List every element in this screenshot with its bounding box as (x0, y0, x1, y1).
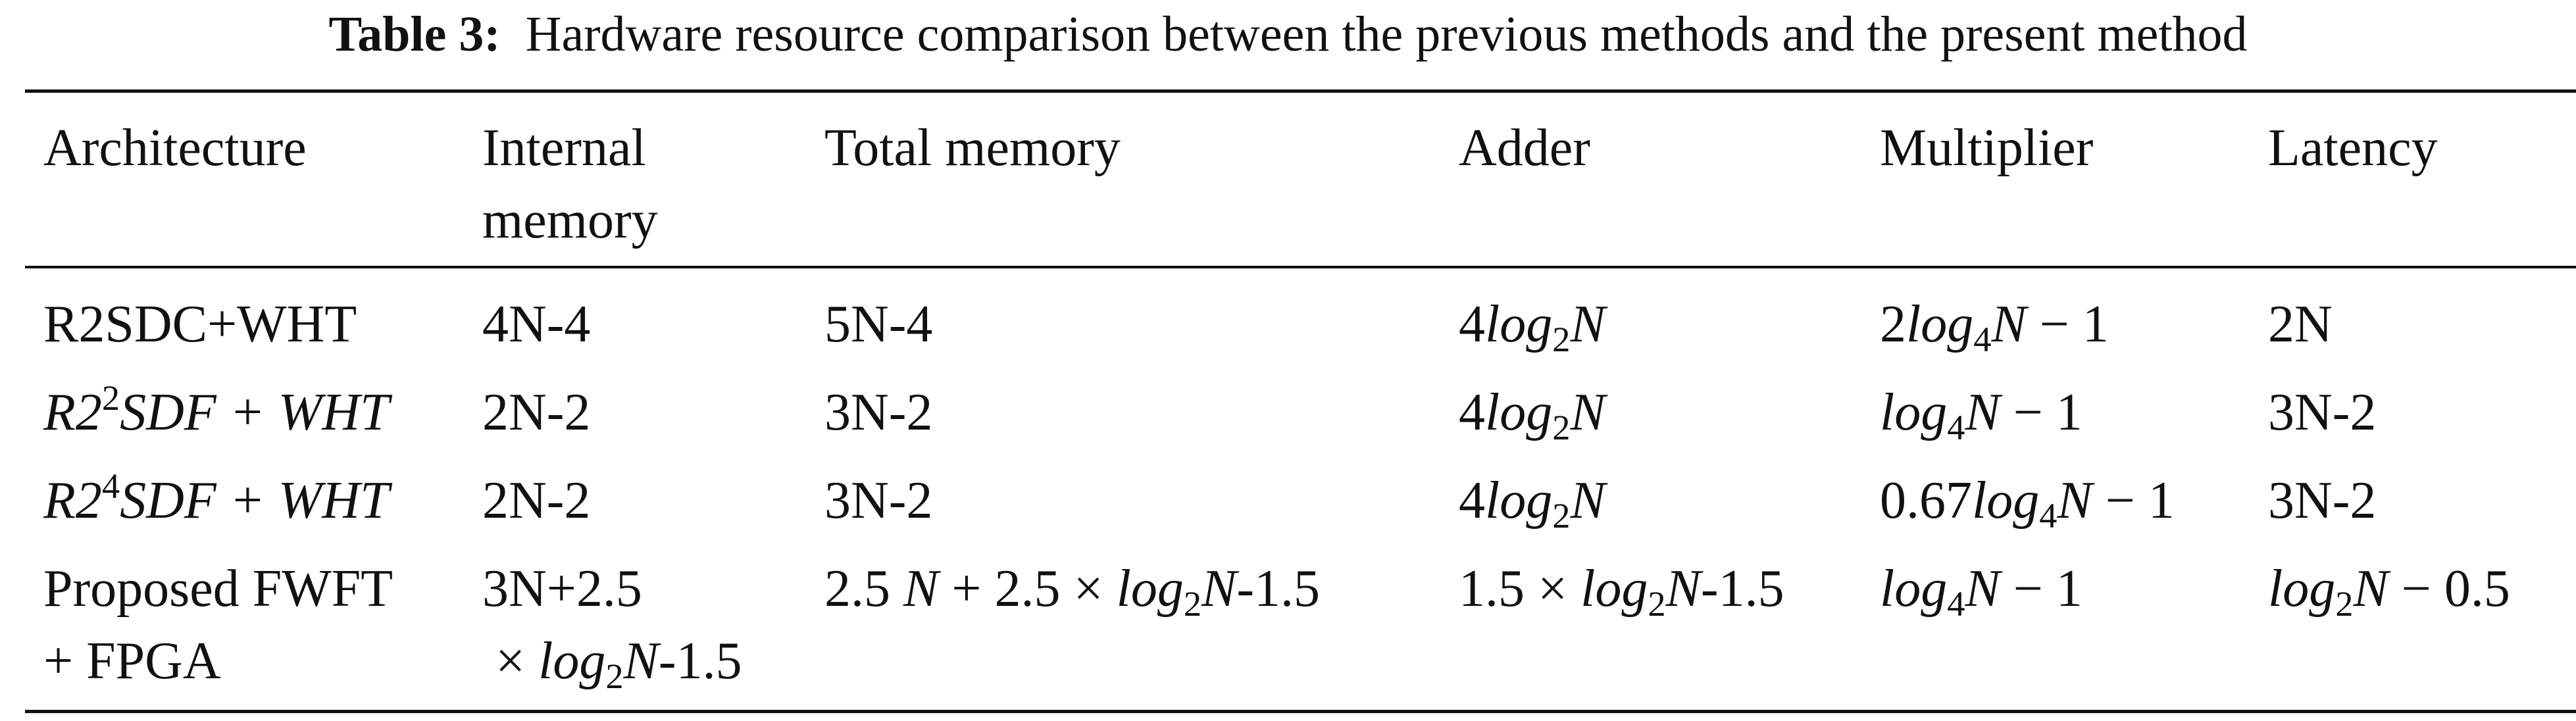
header-adder: Adder (1459, 119, 1590, 177)
header-multiplier: Multiplier (1880, 119, 2094, 177)
header-latency: Latency (2268, 119, 2438, 177)
row4-total-memory: 2.5 N + 2.5 × log2N-1.5 (824, 560, 1321, 624)
row3-total-memory: 3N-2 (824, 472, 933, 530)
row3-internal-memory: 2N-2 (482, 472, 591, 530)
table-bottom-rule (25, 710, 2576, 713)
row1-multiplier: 2log4N − 1 (1880, 295, 2109, 360)
row1-latency: 2N (2268, 295, 2333, 353)
row4-latency: log2N − 0.5 (2268, 560, 2510, 624)
row4-architecture: Proposed FWFT + FPGA (43, 560, 393, 690)
header-architecture: Architecture (43, 119, 307, 177)
row3-multiplier: 0.67log4N − 1 (1880, 472, 2175, 536)
row3-latency: 3N-2 (2268, 472, 2377, 530)
row3-architecture: R24SDF + WHT (43, 466, 390, 530)
header-total-memory: Total memory (824, 119, 1121, 177)
row2-multiplier: log4N − 1 (1880, 384, 2083, 448)
row4-internal-memory: 3N+2.5 × log2N-1.5 (482, 560, 742, 697)
table-top-rule (25, 89, 2576, 93)
table-header-rule (25, 266, 2576, 268)
caption-label: Table 3: (328, 7, 501, 62)
row4-multiplier: log4N − 1 (1880, 560, 2083, 624)
row2-internal-memory: 2N-2 (482, 384, 591, 441)
row1-adder: 4log2N (1459, 295, 1605, 360)
row2-adder: 4log2N (1459, 384, 1605, 448)
row3-adder: 4log2N (1459, 472, 1605, 536)
row2-architecture: R22SDF + WHT (43, 378, 390, 441)
row1-internal-memory: 4N-4 (482, 295, 591, 353)
row2-latency: 3N-2 (2268, 384, 2377, 441)
row1-total-memory: 5N-4 (824, 295, 933, 353)
row4-adder: 1.5 × log2N-1.5 (1459, 560, 1784, 624)
header-internal-memory: Internal memory (482, 119, 658, 249)
row2-total-memory: 3N-2 (824, 384, 933, 441)
row1-architecture: R2SDC+WHT (43, 295, 357, 353)
caption-text: Hardware resource comparison between the… (525, 7, 2248, 62)
table-caption: Table 3: Hardware resource comparison be… (0, 3, 2576, 66)
